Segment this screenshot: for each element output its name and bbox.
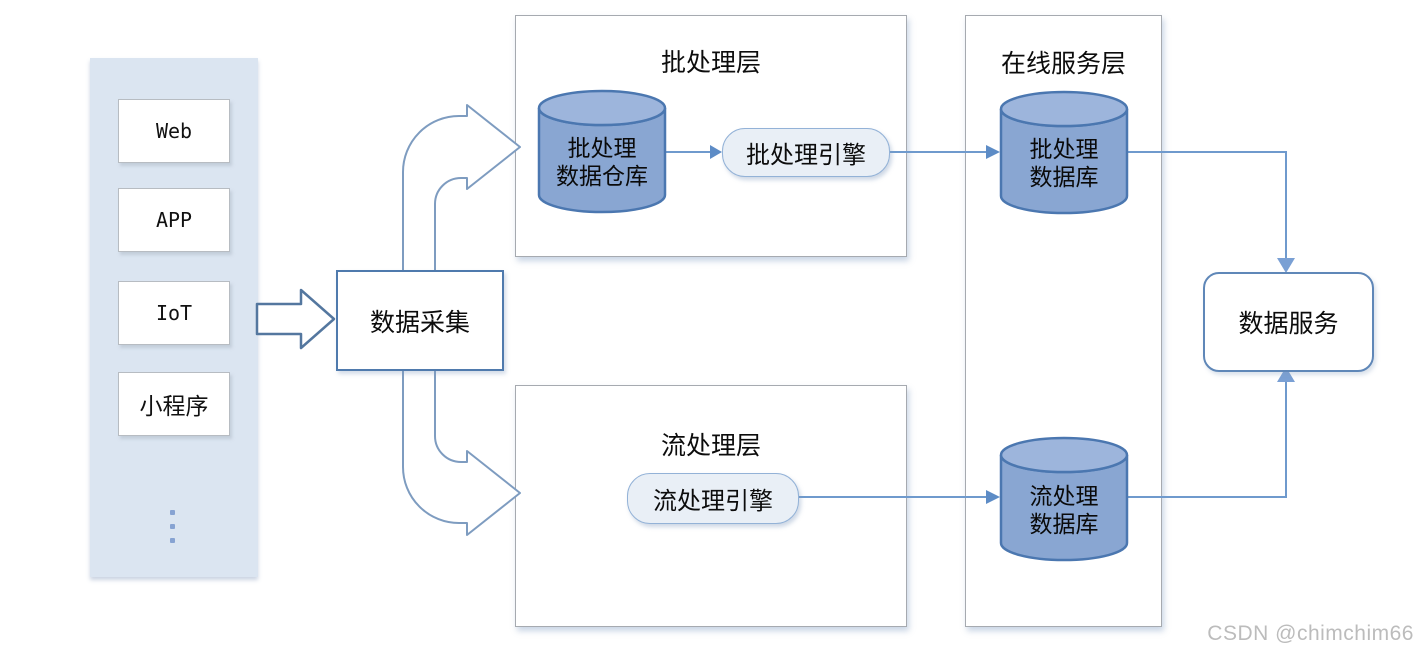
data-service-label: 数据服务: [1238, 310, 1339, 338]
data-collector-label: 数据采集: [369, 308, 470, 337]
stream-layer-title: 流处理层: [660, 432, 761, 460]
stream-engine-label: 流处理引擎: [653, 488, 773, 515]
bent-arrow-collector-to-batch-icon: [402, 104, 521, 271]
data-collector-box: 数据采集: [336, 270, 504, 371]
connector-batch-db-to-service: [1126, 151, 1295, 273]
batch-engine-box: 批处理引擎: [722, 128, 890, 177]
serving-layer-box: 在线服务层: [965, 15, 1162, 627]
ellipsis-dots-icon: [170, 510, 175, 543]
source-app: APP: [118, 188, 230, 252]
source-app-label: APP: [155, 208, 193, 232]
block-arrow-sources-to-collector-icon: [255, 288, 336, 350]
connector-stream-db-to-service: [1126, 367, 1295, 498]
batch-engine-label: 批处理引擎: [746, 142, 866, 169]
batch-layer-title: 批处理层: [660, 49, 761, 77]
csdn-watermark: CSDN @chimchim66: [1207, 622, 1414, 645]
bent-arrow-collector-to-stream-icon: [402, 366, 521, 536]
source-web: Web: [118, 99, 230, 163]
source-iot: IoT: [118, 281, 230, 345]
connector-warehouse-to-batch-engine: [664, 145, 722, 159]
source-miniprogram: 小程序: [118, 372, 230, 436]
source-web-label: Web: [155, 119, 193, 143]
connector-batch-engine-to-batch-db: [886, 145, 1000, 159]
serving-layer-title: 在线服务层: [1000, 50, 1126, 78]
stream-engine-box: 流处理引擎: [627, 473, 799, 524]
data-sources-panel: Web APP IoT 小程序: [90, 58, 258, 577]
source-iot-label: IoT: [155, 301, 193, 325]
source-miniprogram-label: 小程序: [139, 393, 209, 419]
data-service-box: 数据服务: [1203, 272, 1374, 372]
connector-stream-engine-to-stream-db: [794, 490, 1000, 504]
